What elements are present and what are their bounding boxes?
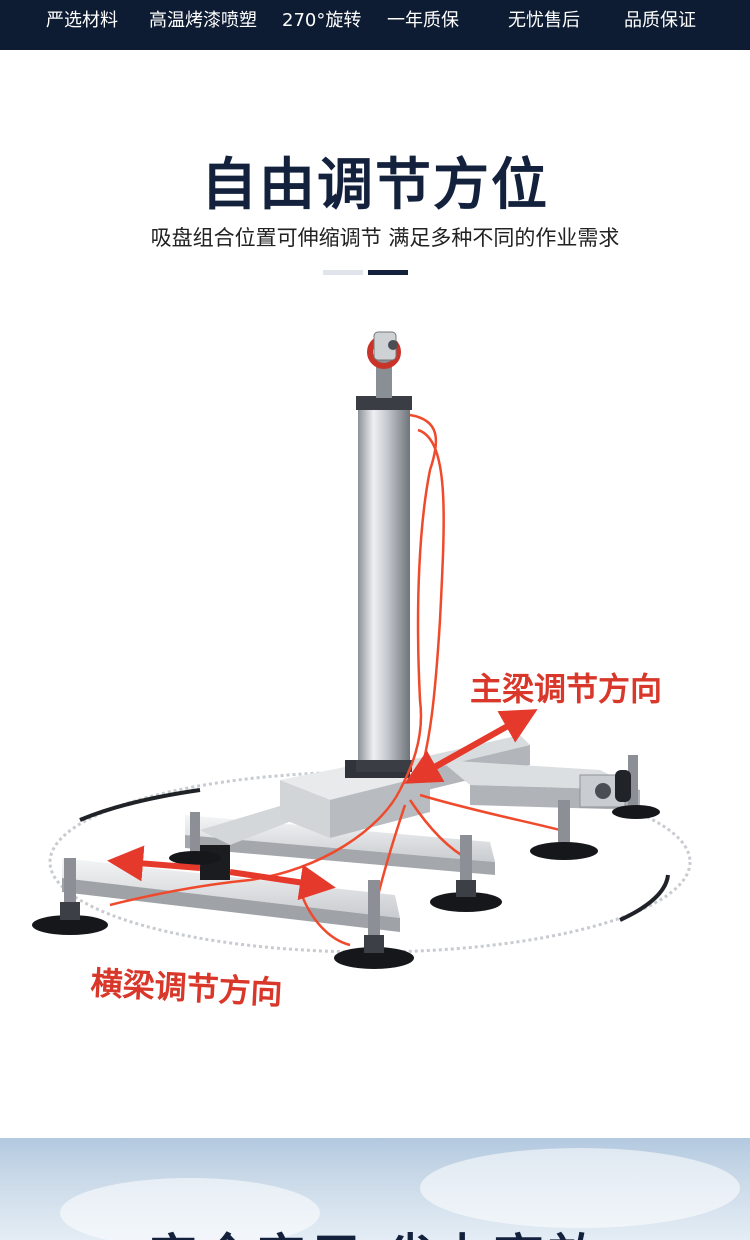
feature-item-quality: 品质保证 [624,10,696,31]
suction-cup-back-right [530,800,598,860]
feature-item-warranty: 一年质保 [387,10,459,31]
rotation-range-ring [48,770,692,954]
main-beam-arrow [404,709,538,784]
top-feature-bar: 严选材料 高温烤漆喷塑 270°旋转 一年质保 无忧售后 品质保证 [0,0,750,50]
feature-item-after-sales: 无忧售后 [508,10,580,31]
next-section-banner: 安全实用 省力高效 [0,1138,750,1240]
feature-item-materials: 严选材料 [46,10,118,31]
next-section-title: 安全实用 省力高效 [0,1218,750,1240]
feature-item-rotation: 270°旋转 [282,10,362,31]
title-divider-light [323,270,363,275]
section-title: 自由调节方位 [201,153,549,218]
vacuum-lifter-illustration [32,331,692,969]
cross-beam [62,800,495,932]
suction-cup-front-right [334,880,414,969]
cloud-decoration [420,1148,740,1228]
title-divider-dark [368,270,408,275]
suction-cup-middle-right [430,835,502,912]
suction-cup-far-right [612,755,660,819]
section-subtitle: 吸盘组合位置可伸缩调节 满足多种不同的作业需求 [150,226,620,250]
suction-cups [32,755,660,969]
cross-beam-arrow [107,845,336,901]
cloud-decoration [60,1178,320,1240]
feature-item-coating: 高温烤漆喷塑 [149,10,257,31]
suction-cup-front-left [32,858,108,935]
main-beam-direction-label: 主梁调节方向 [470,670,663,708]
lifting-cylinder [356,331,412,772]
suction-cup-back-left [169,812,221,865]
